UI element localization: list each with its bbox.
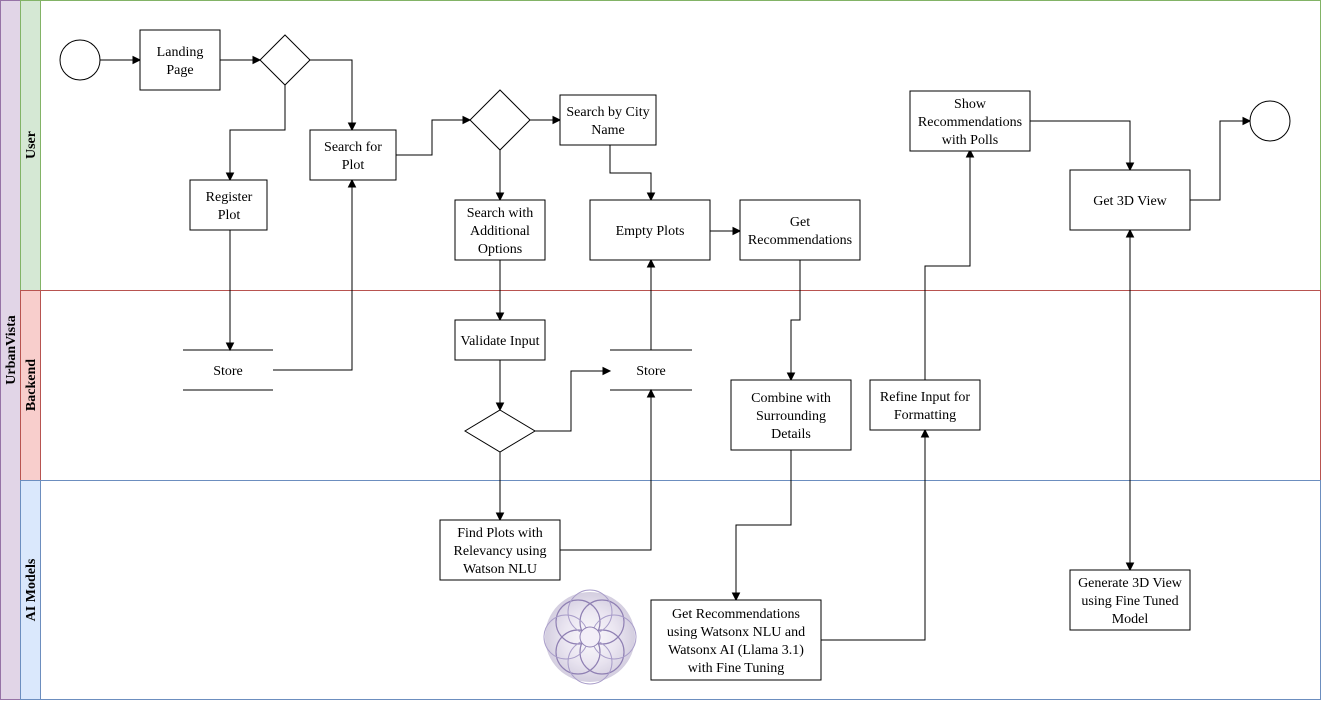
ai-logo-icon bbox=[543, 589, 637, 685]
label-line: Validate Input bbox=[461, 334, 540, 349]
node-search-by-city bbox=[559, 94, 657, 146]
label-line: using Fine Tuned bbox=[1081, 594, 1178, 609]
edge-combine-watsonx bbox=[735, 450, 792, 600]
label-line: Name bbox=[591, 123, 624, 138]
label-line: Surrounding bbox=[756, 409, 826, 424]
start-event bbox=[59, 39, 101, 81]
edge-watsonx-refine bbox=[820, 430, 926, 641]
label-line: using Watsonx NLU and bbox=[667, 625, 805, 640]
node-watsonx-recommendations bbox=[650, 599, 822, 681]
label-line: Empty Plots bbox=[616, 224, 685, 239]
label-line: Store bbox=[213, 364, 243, 379]
label-line: Refine Input for bbox=[880, 390, 971, 405]
end-event bbox=[1249, 100, 1291, 142]
label-line: Recommendations bbox=[748, 233, 852, 248]
label-line: Get Recommendations bbox=[672, 607, 800, 622]
gateway-search bbox=[469, 89, 531, 151]
label-line: Get bbox=[790, 215, 810, 230]
label-line: Plot bbox=[218, 208, 241, 223]
label-line: Recommendations bbox=[918, 115, 1022, 130]
label-line: Page bbox=[166, 63, 193, 78]
label-line: Additional bbox=[470, 224, 530, 239]
node-get-3d-view bbox=[1069, 169, 1191, 231]
label-line: Store bbox=[636, 364, 666, 379]
edge-search-gateway2 bbox=[396, 119, 470, 156]
edge-gateway3-store2 bbox=[535, 370, 610, 432]
gateway-landing bbox=[259, 34, 311, 86]
label-line: Combine with bbox=[751, 391, 831, 406]
node-get-recommendations bbox=[739, 199, 861, 261]
label-line: Watson NLU bbox=[463, 562, 537, 577]
node-search-for-plot bbox=[309, 129, 397, 181]
node-show-recommendations bbox=[909, 90, 1031, 152]
label-line: with Polls bbox=[942, 133, 998, 148]
node-register-plot bbox=[189, 179, 268, 231]
node-search-additional bbox=[454, 199, 546, 261]
node-refine-input bbox=[869, 379, 981, 431]
label-line: Relevancy using bbox=[454, 544, 547, 559]
label-line: Get 3D View bbox=[1093, 194, 1167, 209]
edge-gateway-search bbox=[310, 59, 353, 130]
label-line: Register bbox=[206, 190, 253, 205]
edge-show-get3d bbox=[1030, 120, 1131, 170]
edge-refine-show bbox=[924, 150, 971, 380]
label-line: Search for bbox=[324, 140, 382, 155]
node-store-2 bbox=[610, 349, 692, 391]
gateway-validate bbox=[464, 409, 536, 453]
label-line: Find Plots with bbox=[457, 526, 543, 541]
edge-gateway-register bbox=[229, 85, 286, 180]
label-line: Generate 3D View bbox=[1078, 576, 1183, 591]
node-validate-input-label: Validate Input bbox=[461, 334, 540, 349]
label-line: Search with bbox=[467, 206, 533, 221]
node-get-3d-view-label: Get 3D View bbox=[1093, 194, 1167, 209]
edge-findplots-store2 bbox=[560, 390, 652, 551]
node-landing-page bbox=[139, 29, 221, 91]
label-line: Watsonx AI (Llama 3.1) bbox=[668, 643, 804, 658]
label-line: Formatting bbox=[894, 408, 956, 423]
node-store-1 bbox=[183, 349, 273, 391]
label-line: Details bbox=[771, 427, 811, 442]
edge-get3d-end bbox=[1190, 120, 1250, 201]
node-find-plots bbox=[439, 519, 561, 581]
node-empty-plots-label: Empty Plots bbox=[616, 224, 685, 239]
label-line: Search by City bbox=[566, 105, 649, 120]
node-combine-surrounding bbox=[730, 379, 852, 451]
node-watsonx-recommendations-label: Get Recommendations using Watsonx NLU and… bbox=[667, 607, 805, 676]
edges bbox=[100, 55, 1252, 641]
node-empty-plots bbox=[589, 199, 711, 261]
lane-ai-label: AI Models bbox=[24, 558, 39, 621]
label-line: Show bbox=[954, 97, 987, 112]
lane-backend-body bbox=[40, 290, 1321, 481]
lane-backend-label: Backend bbox=[24, 359, 39, 411]
pool: UrbanVista bbox=[0, 0, 21, 700]
edge-city-empty bbox=[609, 145, 652, 200]
edge-store-search bbox=[273, 180, 353, 371]
node-generate-3d bbox=[1069, 569, 1191, 631]
label-line: Plot bbox=[342, 158, 365, 173]
node-validate-input bbox=[454, 319, 546, 361]
lane-backend: Backend bbox=[20, 290, 1321, 481]
label-line: Model bbox=[1112, 612, 1149, 627]
lane-user-label: User bbox=[24, 131, 39, 159]
node-store-1-label: Store bbox=[213, 364, 243, 379]
label-line: Options bbox=[478, 242, 522, 257]
pool-title: UrbanVista bbox=[4, 315, 19, 385]
label-line: Landing bbox=[157, 45, 204, 60]
label-line: with Fine Tuning bbox=[688, 661, 784, 676]
edge-getrec-combine bbox=[790, 260, 801, 380]
node-store-2-label: Store bbox=[636, 364, 666, 379]
